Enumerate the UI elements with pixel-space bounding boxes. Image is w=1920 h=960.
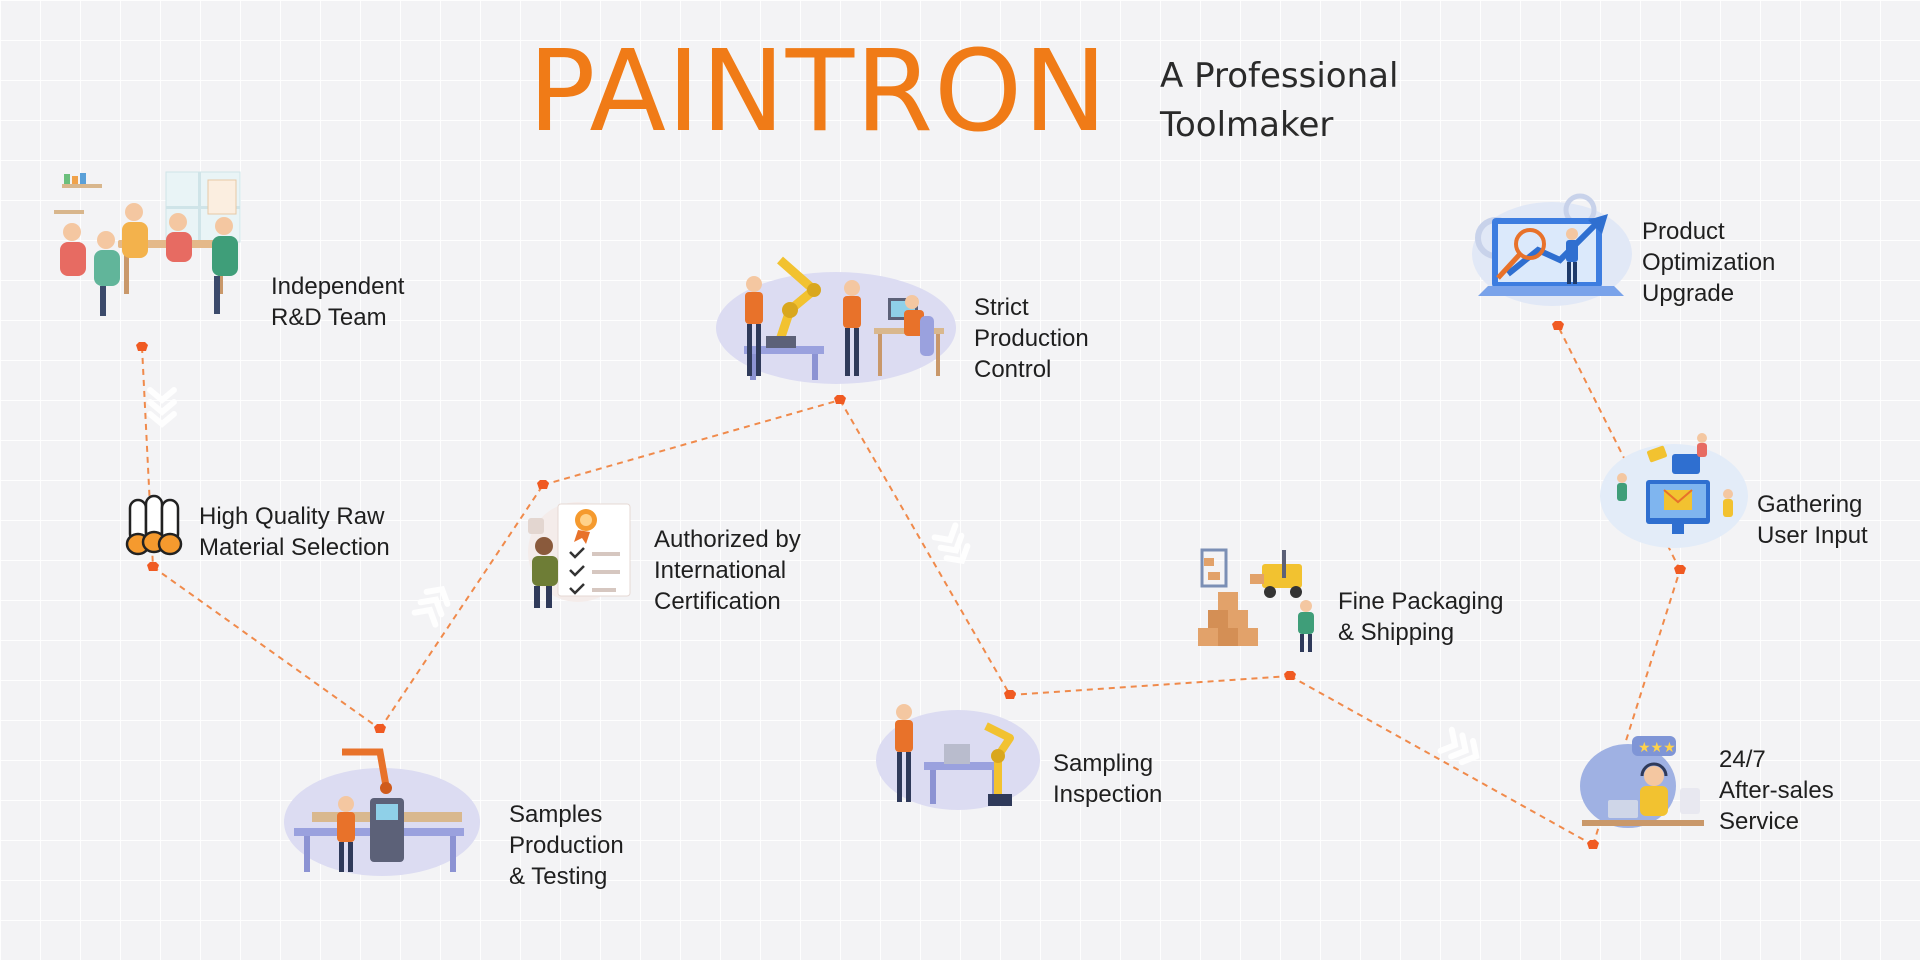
step-label-sampling-inspection: Sampling Inspection [1053, 748, 1162, 810]
svg-text:★★★: ★★★ [1638, 740, 1676, 756]
rd-team-icon [54, 171, 241, 316]
step-label-production-control: Strict Production Control [974, 292, 1089, 385]
path-segment [1289, 675, 1594, 846]
step-label-line: Production [974, 325, 1089, 352]
direction-chevron [147, 387, 177, 428]
brand-tagline: A Professional Toolmaker [1160, 52, 1398, 150]
step-label-line: & Testing [509, 863, 608, 890]
step-label-certification: Authorized by International Certificatio… [654, 524, 801, 617]
step-label-line: Gathering [1757, 491, 1863, 518]
user-input-icon [1600, 433, 1748, 548]
step-label-after-sales: 24/7 After-sales Service [1719, 744, 1834, 837]
path-segment [152, 566, 381, 730]
direction-chevron [931, 522, 971, 565]
path-marker [1004, 690, 1016, 699]
certification-icon [528, 502, 631, 608]
path-marker [136, 342, 148, 351]
path-markers [136, 321, 1686, 849]
path-segment [839, 399, 1011, 696]
path-marker [1587, 840, 1599, 849]
path-segment [1009, 675, 1291, 696]
path-marker [1674, 565, 1686, 574]
step-label-line: 24/7 [1719, 746, 1766, 773]
step-label-product-optimization: Product Optimization Upgrade [1642, 216, 1775, 309]
path-segment [379, 484, 544, 730]
step-label-line: Certification [654, 588, 781, 615]
step-label-line: Strict [974, 294, 1029, 321]
step-label-user-input: Gathering User Input [1757, 489, 1868, 551]
step-label-line: Product [1642, 218, 1725, 245]
step-label-line: High Quality Raw [199, 503, 385, 530]
path-marker [1552, 321, 1564, 330]
direction-chevrons [147, 387, 1480, 766]
path-segment [141, 346, 154, 568]
step-label-line: Independent [271, 273, 405, 300]
step-label-line: Material Selection [199, 534, 390, 561]
step-label-line: Authorized by [654, 526, 801, 553]
sampling-inspection-icon [876, 704, 1040, 810]
step-label-raw-material: High Quality Raw Material Selection [199, 501, 390, 563]
step-label-line: Service [1719, 808, 1800, 835]
path-marker [374, 724, 386, 733]
path-marker [834, 395, 846, 404]
path-marker [147, 562, 159, 571]
step-label-line: Upgrade [1642, 280, 1735, 307]
path-marker [1284, 671, 1296, 680]
step-label-independent-rd-team: Independent R&D Team [271, 271, 404, 333]
step-label-packaging-shipping: Fine Packaging & Shipping [1338, 586, 1503, 648]
step-label-line: R&D Team [271, 304, 387, 331]
after-sales-icon: ★★★ [1580, 736, 1704, 828]
path-segment [542, 399, 841, 486]
production-control-icon [716, 256, 956, 384]
step-label-line: Production [509, 832, 624, 859]
brand-title: PAINTRON [528, 27, 1108, 157]
direction-chevron [1437, 726, 1480, 766]
raw-material-icon [125, 494, 183, 556]
samples-production-icon [284, 748, 480, 876]
step-label-line: Optimization [1642, 249, 1776, 276]
step-label-line: & Shipping [1338, 619, 1455, 646]
step-label-line: Sampling [1053, 750, 1154, 777]
step-label-line: Inspection [1053, 781, 1163, 808]
step-label-line: Fine Packaging [1338, 588, 1504, 615]
step-label-line: User Input [1757, 522, 1868, 549]
packaging-shipping-icon [1198, 548, 1314, 652]
tagline-line: A Professional [1160, 56, 1399, 96]
step-label-line: International [654, 557, 787, 584]
step-label-samples-production: Samples Production & Testing [509, 799, 624, 892]
product-optimization-icon [1472, 193, 1632, 306]
direction-chevron [411, 585, 451, 628]
path-marker [537, 480, 549, 489]
step-label-line: Control [974, 356, 1052, 383]
step-label-line: Samples [509, 801, 603, 828]
tagline-line: Toolmaker [1160, 105, 1334, 145]
step-label-line: After-sales [1719, 777, 1834, 804]
